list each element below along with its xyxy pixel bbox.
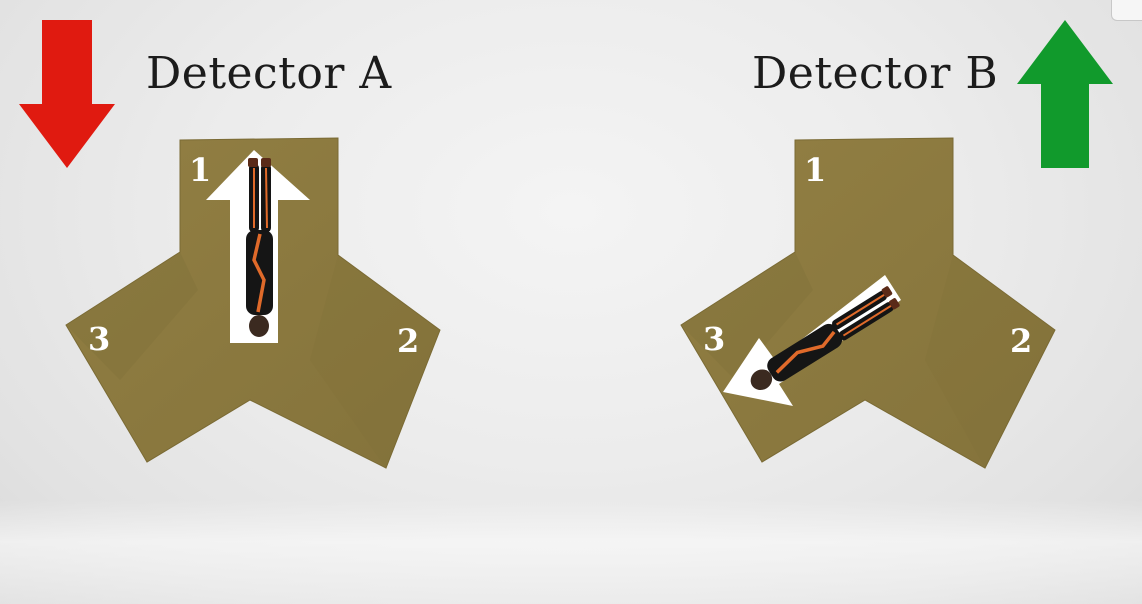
detector-a-title: Detector A [146, 48, 392, 99]
corner-widget-icon[interactable] [1111, 0, 1142, 21]
detector-b-title: Detector B [752, 48, 999, 99]
detector-a-shade-right [310, 255, 440, 468]
detector-b-figure [750, 286, 900, 391]
detector-a-label-3: 3 [88, 320, 110, 358]
detector-a-figure [246, 158, 273, 337]
floor-highlight [0, 500, 1142, 604]
detector-b-label-3: 3 [703, 320, 725, 358]
detector-b-label-1: 1 [804, 151, 826, 189]
detector-a-shade-left [66, 252, 198, 380]
detector-a-label-1: 1 [189, 151, 211, 189]
detector-a-label-2: 2 [397, 322, 419, 360]
detector-b-shade-left [681, 252, 813, 380]
red-down-arrow-icon [19, 20, 115, 168]
detector-b-label-2: 2 [1010, 322, 1032, 360]
green-up-arrow-icon [1017, 20, 1113, 168]
detector-b-shade-right [925, 255, 1055, 468]
detector-b-diagram: 1 2 3 [680, 137, 1056, 469]
detector-a-diagram: 1 2 3 [65, 137, 441, 469]
